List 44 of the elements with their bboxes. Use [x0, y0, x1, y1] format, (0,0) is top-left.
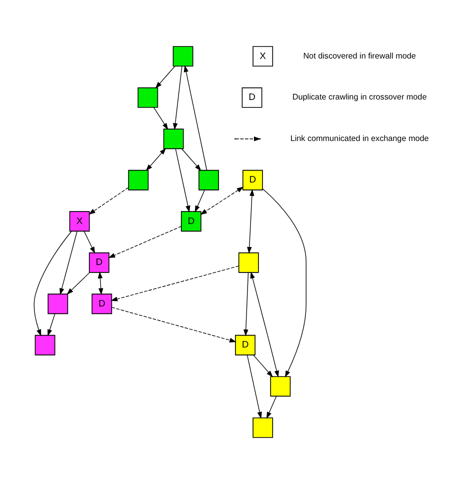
arrow [175, 148, 190, 212]
arrow [110, 266, 240, 302]
node-box: D [235, 334, 256, 356]
arrow [84, 230, 96, 254]
arrow [194, 190, 205, 212]
arrow [172, 66, 182, 130]
arrow [244, 272, 249, 336]
node-box [48, 294, 68, 314]
arrow [200, 186, 244, 215]
node-box: X [69, 211, 90, 232]
arrow [262, 188, 306, 378]
arrow [184, 65, 208, 170]
arrow [181, 148, 202, 171]
arrow [146, 148, 166, 171]
arrow [88, 187, 129, 215]
arrow [250, 272, 279, 378]
arrow [98, 272, 104, 296]
node-box [198, 170, 219, 190]
node-box [270, 376, 291, 397]
label: X [260, 50, 266, 62]
arrow [108, 226, 182, 258]
arrow [153, 107, 168, 130]
arrow [34, 230, 72, 336]
arrow [48, 313, 56, 336]
node-box [138, 87, 158, 108]
node-box [128, 170, 149, 190]
node-box [163, 128, 184, 150]
node-box: D [242, 170, 263, 190]
arrow [247, 189, 254, 254]
label: D [248, 92, 256, 104]
node-box: D [180, 211, 202, 232]
arrow [60, 231, 78, 295]
arrow [66, 272, 90, 295]
arrow [246, 354, 262, 419]
arrow [111, 306, 236, 342]
node-box [252, 417, 274, 438]
node-box [34, 334, 56, 356]
node-box: D [92, 294, 112, 314]
arrow [155, 66, 176, 88]
node-box [172, 46, 194, 67]
node-box: D [88, 252, 110, 273]
node-box [238, 252, 259, 273]
arrow [253, 354, 273, 378]
arrow [266, 396, 277, 419]
